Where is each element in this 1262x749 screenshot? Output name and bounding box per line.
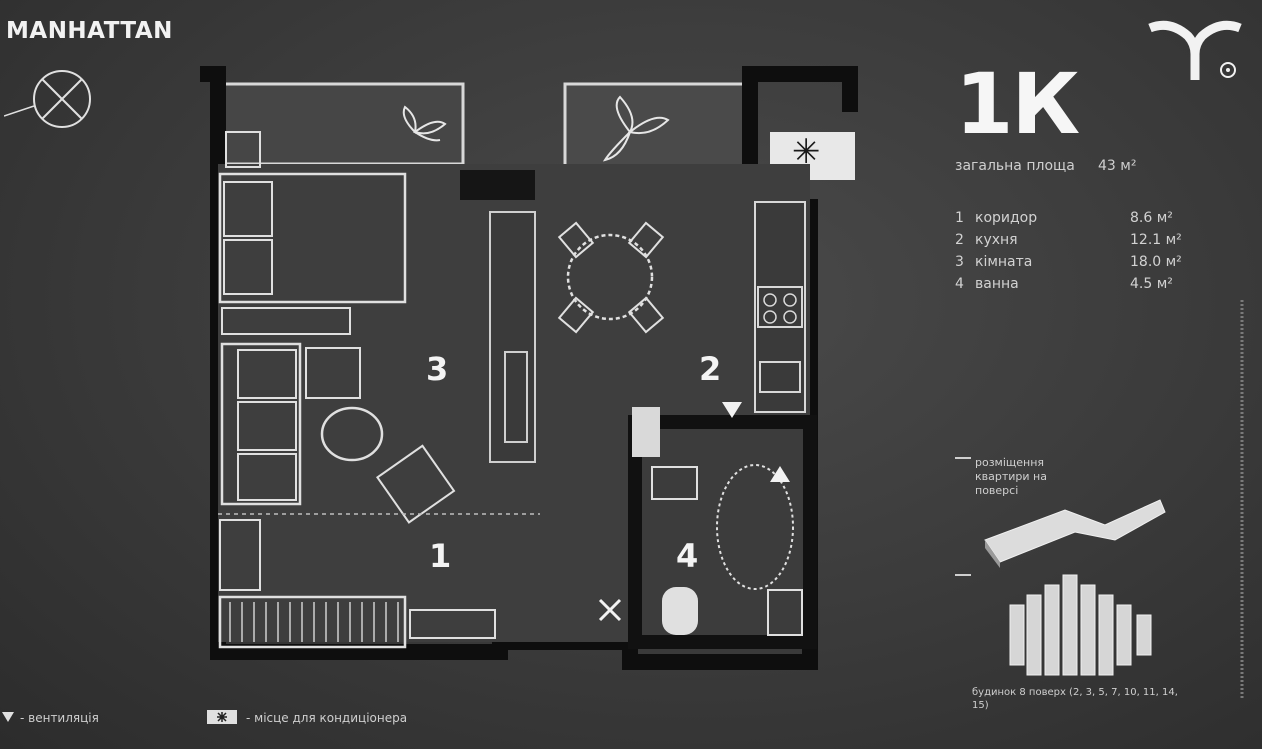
building-diagram xyxy=(955,457,1166,676)
room-label-3: 3 xyxy=(426,350,449,388)
legend-ac-place: - місце для кондиціонера xyxy=(246,711,408,725)
wardrobe xyxy=(218,595,407,649)
outer-wall xyxy=(200,66,858,670)
ac-unit-icon xyxy=(207,710,237,724)
sofa xyxy=(220,342,302,506)
floor-plan xyxy=(200,66,858,670)
room-row: 4 ванна 4.5 м² xyxy=(955,276,1205,298)
ac-symbol: ✳ xyxy=(792,132,821,172)
room-label-2: 2 xyxy=(699,350,722,388)
ventilation-marker xyxy=(722,402,742,418)
sink xyxy=(759,361,801,393)
room-name: коридор xyxy=(975,210,1038,226)
x-marker xyxy=(598,598,622,622)
room-area: 8.6 м² xyxy=(1130,210,1173,226)
room-area: 12.1 м² xyxy=(1130,232,1182,248)
room-number: 3 xyxy=(955,254,964,270)
bathroom xyxy=(628,415,817,649)
shoe-cabinet xyxy=(409,609,496,639)
legend-ventilation: - вентиляція xyxy=(20,711,99,725)
washbasin xyxy=(651,466,698,500)
ventilation-marker xyxy=(770,466,790,482)
room-list: 1 коридор 8.6 м² 2 кухня 12.1 м² 3 кімна… xyxy=(955,210,1205,298)
room-area: 4.5 м² xyxy=(1130,276,1173,292)
coffee-table xyxy=(320,406,384,462)
room-area: 18.0 м² xyxy=(1130,254,1182,270)
room-row: 1 коридор 8.6 м² xyxy=(955,210,1205,232)
bathroom-door-block xyxy=(632,407,660,457)
plant-icon xyxy=(602,95,670,162)
compass-icon xyxy=(4,70,91,128)
room-name: кухня xyxy=(975,232,1018,248)
room-label-4: 4 xyxy=(676,537,699,575)
dining-table xyxy=(566,233,654,321)
ventilation-icon xyxy=(2,712,14,722)
brand-logo-icon xyxy=(1148,20,1242,80)
partition-wall xyxy=(460,170,535,200)
bed xyxy=(218,172,407,304)
balcony-right xyxy=(563,82,757,176)
room-row: 3 кімната 18.0 м² xyxy=(955,254,1205,276)
bathtub xyxy=(716,464,794,590)
stove xyxy=(757,286,803,328)
toilet xyxy=(662,587,698,635)
closet-strip xyxy=(489,211,536,463)
fine-print-strip xyxy=(1240,300,1244,700)
room-name: кімната xyxy=(975,254,1033,270)
plant-icon xyxy=(402,105,447,142)
placement-label: розміщення квартири на поверсі xyxy=(975,456,1047,497)
brand-name: MANHATTAN xyxy=(6,18,173,44)
pouf xyxy=(376,444,456,524)
room-row: 2 кухня 12.1 м² xyxy=(955,232,1205,254)
total-area-value: 43 м² xyxy=(1098,158,1137,174)
armchair xyxy=(305,347,361,399)
kitchen-counter xyxy=(754,201,806,413)
apartment-type: 1К xyxy=(955,55,1080,153)
total-area-label: загальна площа xyxy=(955,158,1075,174)
room-number: 4 xyxy=(955,276,964,292)
section-label: будинок 8 поверх (2, 3, 5, 7, 10, 11, 14… xyxy=(972,687,1178,711)
mirror xyxy=(504,351,528,443)
bench xyxy=(221,307,351,335)
room-number: 1 xyxy=(955,210,964,226)
balcony-left xyxy=(216,82,465,166)
room-label-1: 1 xyxy=(429,537,452,575)
room-number: 2 xyxy=(955,232,964,248)
room-name: ванна xyxy=(975,276,1019,292)
corridor-cabinet xyxy=(219,519,261,591)
